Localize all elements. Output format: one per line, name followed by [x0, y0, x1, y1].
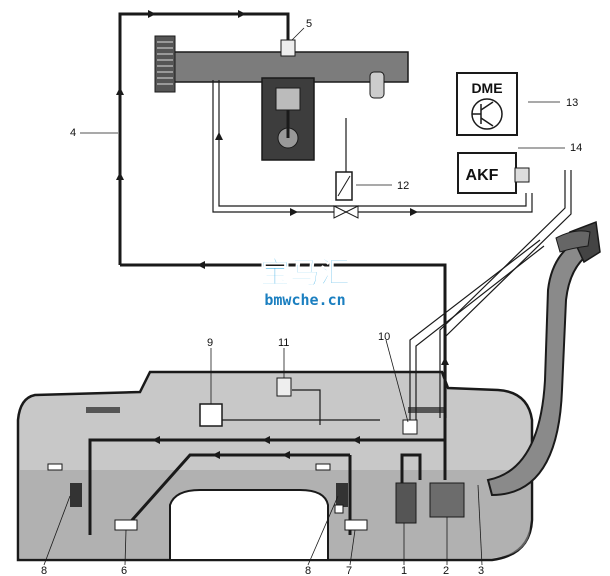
akf-carbon-canister: AKF	[457, 152, 530, 194]
dme-label: DME	[471, 80, 502, 96]
watermark: 宝马汇 bmwche.cn	[260, 256, 351, 310]
callout-9: 9	[207, 337, 213, 349]
dme-control-unit: DME	[456, 72, 518, 136]
callout-4: 4	[70, 127, 76, 139]
callout-2: 2	[443, 565, 449, 576]
valve-11	[276, 377, 292, 397]
filler-neck	[486, 220, 601, 497]
callout-14: 14	[570, 142, 582, 154]
check-valve	[333, 205, 359, 219]
tank-valve-12	[334, 504, 344, 514]
callout-3: 3	[478, 565, 484, 576]
pressure-sensor	[369, 71, 385, 99]
return-line-filter	[400, 453, 422, 500]
callout-10: 10	[378, 331, 390, 343]
callout-13: 13	[566, 97, 578, 109]
engine-assembly	[154, 35, 409, 161]
callout-12: 12	[397, 180, 409, 192]
tank-components	[47, 171, 465, 531]
callout-11: 11	[278, 337, 289, 349]
watermark-brand: 宝马汇	[260, 256, 350, 291]
callout-6: 6	[121, 565, 127, 576]
callout-8-left: 8	[41, 565, 47, 576]
fuel-lines	[88, 12, 447, 535]
tank-transfer-line	[88, 438, 445, 535]
watermark-site: bmwche.cn	[264, 291, 345, 309]
supply-line-main	[120, 263, 447, 480]
jet-pump-line-left	[123, 453, 350, 529]
jet-pump-right	[344, 519, 368, 531]
jet-pump-left	[114, 519, 138, 531]
tank-vent-flange-right	[408, 407, 446, 413]
level-sender-right	[336, 483, 348, 507]
vapor-lines	[210, 80, 572, 430]
callout-1: 1	[401, 565, 407, 576]
akf-label: AKF	[466, 167, 499, 184]
callout-7: 7	[346, 565, 352, 576]
level-sensor-9	[199, 403, 223, 427]
injector	[280, 39, 296, 57]
level-sender-left	[70, 483, 82, 507]
valve-10	[402, 419, 418, 435]
callout-8-right: 8	[305, 565, 311, 576]
fuel-pump	[429, 482, 465, 518]
leader-lines	[43, 27, 565, 566]
supply-line-top	[118, 12, 290, 265]
flow-arrows	[116, 10, 449, 459]
callout-5: 5	[306, 18, 312, 30]
fuel-filter	[395, 482, 417, 524]
tank-vent-flange-left	[86, 407, 120, 413]
callouts: 4 5 13 14 12 9 11 10 8 6 8 7 1 2 3	[41, 18, 582, 576]
fuel-tank	[16, 370, 534, 562]
